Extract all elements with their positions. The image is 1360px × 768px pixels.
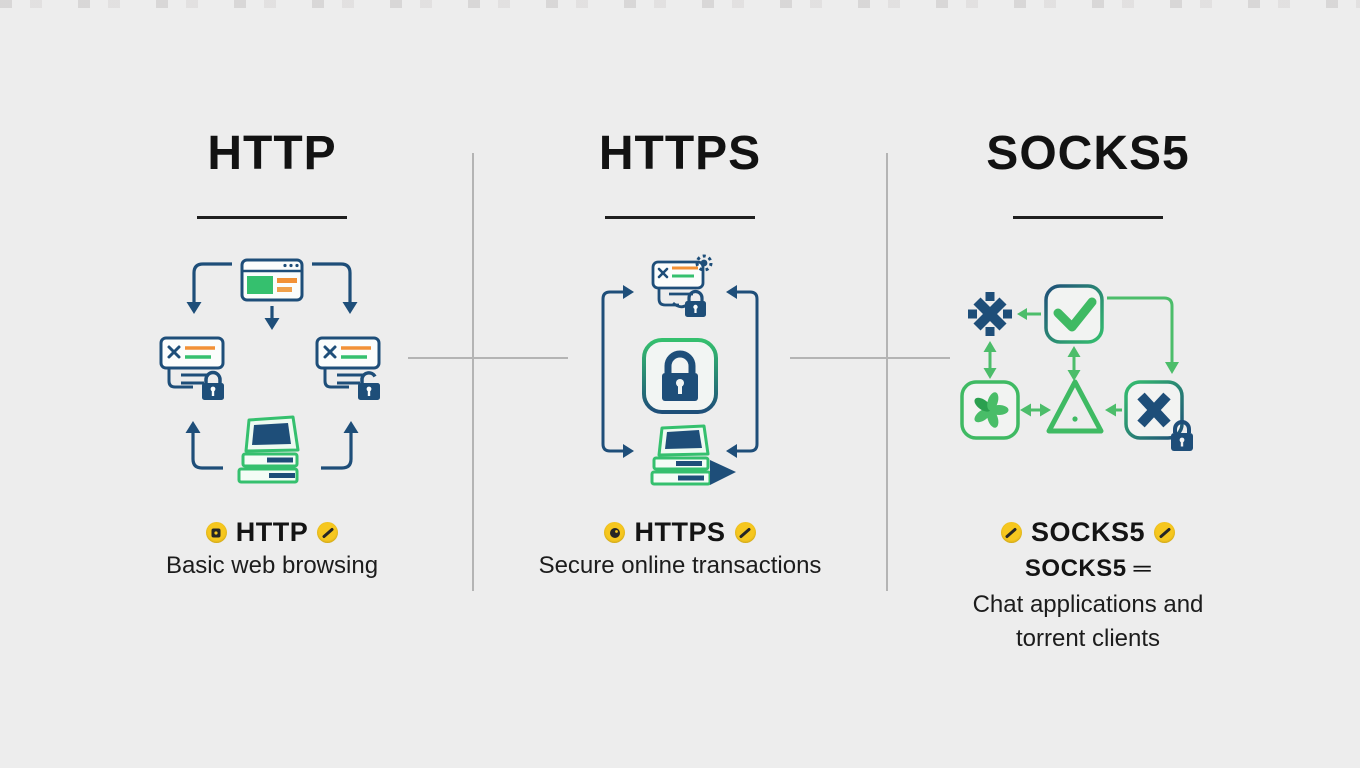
http-flow-diagram-svg [159,258,381,484]
socks5-sublabel: SOCKS5 [1024,555,1127,582]
top-edge-artifacts [0,0,1360,8]
http-description: Basic web browsing [165,552,379,579]
lock-icon [685,289,706,317]
socks5-description-line2: torrent clients [1015,625,1161,652]
socks5-description-line1: Chat applications and [972,591,1204,618]
column-http: HTTP [72,0,472,768]
x-box-lock-icon [1124,380,1193,451]
cross-line-right [790,357,950,359]
double-line-mark: ═ [1133,555,1152,582]
title-underline [1013,216,1163,219]
laptop-send-icon [650,424,736,486]
socks5-network-diagram [958,280,1218,475]
pinwheel-box-icon [960,380,1020,440]
title-underline [197,216,347,219]
https-flow-diagram-svg [601,254,759,486]
arrow-top-right-elbow [1107,296,1179,374]
gear-icon [695,254,713,272]
pencil-badge-icon [1154,522,1176,543]
arrow-check-to-gearx [1017,308,1041,320]
https-badge-row: HTTPS [480,517,880,548]
http-badge-label: HTTP [235,517,309,547]
socks5-network-diagram-svg [960,284,1193,451]
bracket-arrow-left [601,285,634,458]
cycle-arrow-top-left [186,262,232,314]
triangle-alert-icon [1046,379,1104,434]
arrow-vertical-center [1067,346,1081,381]
laptop-server-icon [237,415,300,484]
check-box-icon [1044,284,1104,344]
padlock-tile-icon [642,338,718,414]
https-description: Secure online transactions [538,552,822,579]
column-divider-left [472,153,474,591]
bracket-arrow-right [726,285,759,458]
arrow-horizontal-double [1020,403,1051,417]
arrow-vertical-left [983,341,997,379]
arrow-xbox-to-triangle [1105,403,1122,417]
down-arrow [264,306,280,330]
http-flow-diagram [157,254,387,499]
pencil-badge-icon [1000,522,1022,543]
http-badge-row: HTTP [72,517,472,548]
send-arrow-icon [710,460,736,485]
socks5-description: Chat applications and torrent clients [888,588,1288,656]
cycle-arrow-bottom-left [185,421,223,470]
small-lock-icon [1171,420,1193,451]
column-https: HTTPS [480,0,880,768]
socks5-badge-row: SOCKS5 [888,517,1288,548]
cycle-arrow-bottom-right [321,421,359,470]
title-underline [605,216,755,219]
gear-x-icon [968,292,1012,336]
request-card-lock-icon [159,336,225,400]
square-badge-icon [205,522,227,543]
pencil-badge-icon [734,522,756,543]
browser-window-icon [240,258,304,302]
column-divider-right [886,153,888,591]
cycle-arrow-top-right [312,262,358,314]
column-socks5: SOCKS5 [888,0,1288,768]
pencil-badge-icon [317,522,339,543]
https-badge-label: HTTPS [634,517,726,547]
disc-badge-icon [604,522,626,543]
http-title: HTTP [207,127,337,180]
socks5-title: SOCKS5 [986,127,1190,180]
request-card-unlock-icon [315,336,381,400]
cross-line-left [408,357,568,359]
https-flow-diagram [570,254,790,499]
secure-request-card-icon [651,254,713,317]
https-title: HTTPS [598,127,762,180]
socks5-sublabel-row: SOCKS5 ═ [888,555,1288,583]
socks5-badge-label: SOCKS5 [1030,517,1146,547]
